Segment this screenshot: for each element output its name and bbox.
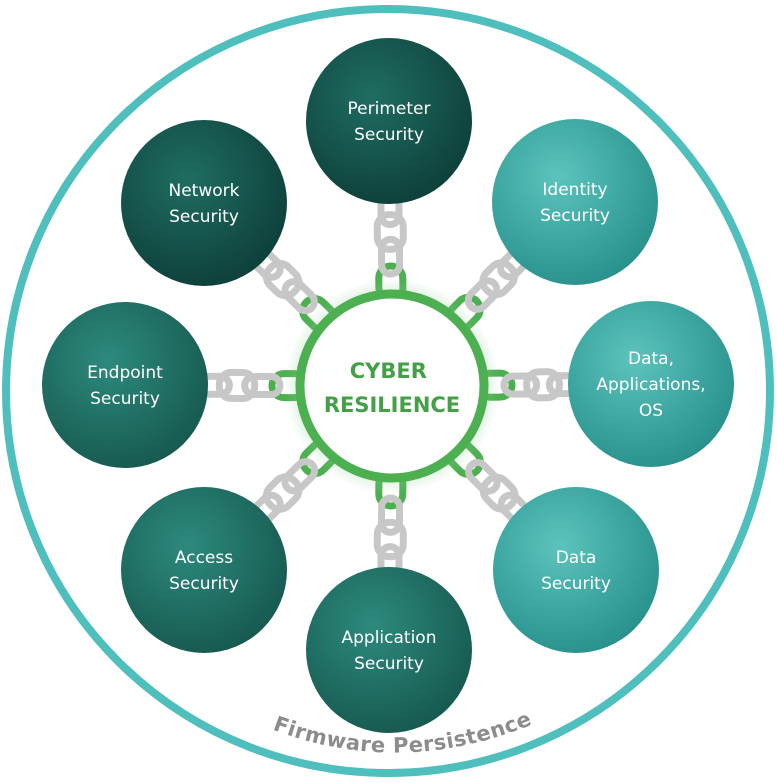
node-circle [121,487,287,653]
node-label-line: Security [541,574,611,594]
node-label-line: Data [556,548,597,568]
chain-link-gray [215,368,259,402]
chain-link-gray [373,518,407,561]
node-circle [306,38,472,204]
node-label-line: Security [540,206,610,226]
chain-link-gray [281,458,319,495]
node-label-line: Security [90,389,160,409]
node-label-line: Perimeter [348,99,431,119]
center-hub: CYBER RESILIENCE [284,278,500,494]
chain-link-gray [523,368,563,402]
chain-link-gray [241,372,284,399]
node-label-line: Endpoint [87,363,163,383]
chain-link-gray [262,259,303,300]
node-label-line: Security [354,654,424,674]
center-line-2: RESILIENCE [324,393,460,417]
node-label: Data, Applications, OS [596,349,705,421]
node-label-line: Security [169,207,239,227]
node-circle [121,120,287,286]
chain-link-gray [377,494,404,536]
node-label-line: Security [169,574,239,594]
chain-link-gray [500,372,541,398]
node-label-line: Access [175,548,233,568]
chain-link-gray [281,278,318,315]
node-label-line: OS [639,401,663,421]
node-data-applications-os: Data, Applications, OS [568,301,734,467]
node-label-line: Security [354,125,424,145]
chain-link-gray [373,211,407,253]
chain-link-gray [464,277,501,313]
node-label-line: Network [169,181,240,201]
chain-link-gray [262,473,303,513]
center-line-1: CYBER [350,359,427,383]
node-label-line: Data, [628,349,674,369]
node-circle [306,567,472,733]
node-circle [568,301,734,467]
node-circle [493,487,659,653]
node-label-line: Applications, [596,375,705,395]
chain-link-gray [479,473,519,513]
node-label-line: Identity [542,180,607,200]
node-circle [492,119,658,285]
svg-text:CYBER RESILIENCE: CYBER RESILIENCE [324,359,460,417]
node-circle [42,302,208,468]
center-circle [295,289,489,483]
chain-link-gray [479,259,518,299]
node-label-line: Application [342,628,437,648]
